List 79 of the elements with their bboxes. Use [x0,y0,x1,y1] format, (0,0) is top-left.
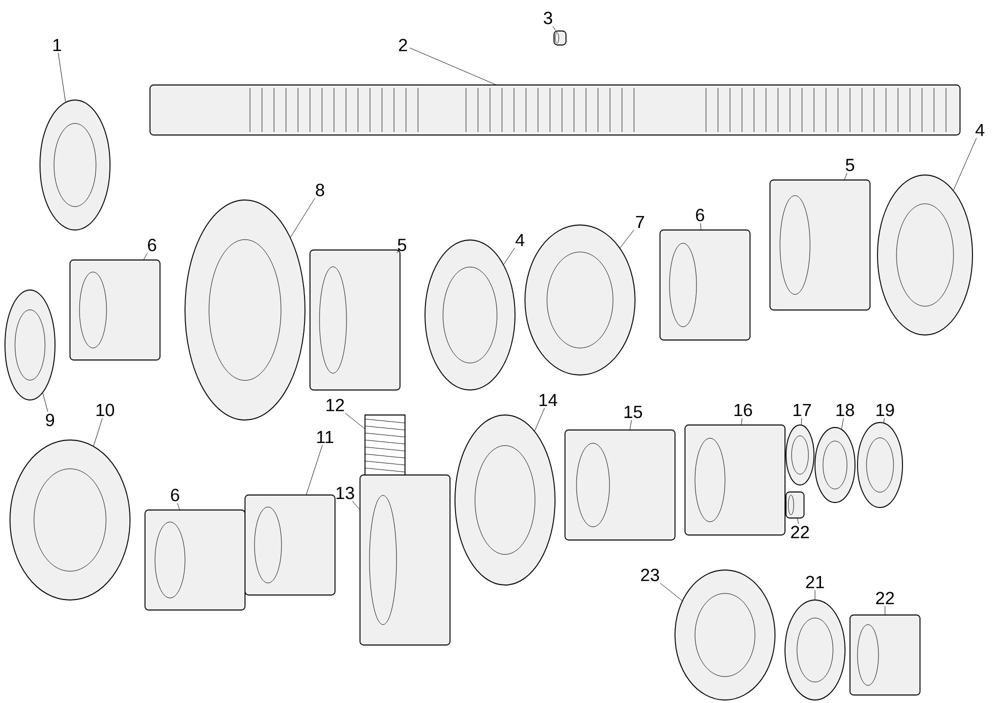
gear-hub-drawing [310,250,400,390]
callout-number: 22 [876,592,894,604]
shift-fork-drawing [360,474,450,646]
leader-line [58,52,66,102]
gear-hub-drawing [770,180,870,310]
leader-line [352,500,360,510]
leader-line [841,418,844,430]
leader-line [844,172,848,180]
bearing-drawing [674,570,776,700]
leader-line [144,252,148,260]
leader-line [344,412,365,429]
gear-drawing [524,224,636,376]
callout-number: 16 [734,404,752,416]
leader-line [534,408,545,432]
washer-drawing [784,600,846,700]
leader-line [93,418,103,446]
ring-drawing [4,290,56,400]
leader-line [177,502,180,510]
callout-number: 6 [171,488,180,502]
callout-number: 3 [544,12,552,24]
callout-number: 13 [336,486,354,500]
leader-line [700,222,702,230]
sleeve-drawing [424,240,516,390]
leader-line [797,518,799,524]
sleeve-drawing [564,430,676,540]
bushing-drawing [144,510,246,610]
callout-number: 18 [836,404,854,416]
callout-number: 8 [316,184,324,196]
callout-number: 5 [398,238,406,252]
leader-line [42,392,48,412]
callout-number: 5 [846,158,854,172]
leader-line [630,420,632,430]
callout-number: 10 [96,404,114,416]
leader-line [396,249,400,254]
leader-line [741,418,742,425]
gear-drawing [184,200,306,420]
leader-line [814,590,816,600]
callout-number: 14 [540,394,558,406]
pin-drawing [554,30,566,46]
callout-number: 15 [624,406,642,418]
spacer-drawing [786,492,804,518]
leader-line [801,418,802,425]
callout-number: 6 [696,208,704,222]
ring-drawing [814,427,856,503]
leader-line [620,230,634,248]
leader-line [660,582,682,601]
callout-number: 22 [791,526,809,538]
callout-number: 9 [46,414,54,426]
gear-drawing [454,414,556,586]
callout-number: 11 [317,430,334,444]
callout-number: 19 [876,404,894,416]
callout-number: 21 [806,576,824,588]
callout-number: 6 [148,238,156,252]
callout-number: 1 [53,38,62,52]
bushing-drawing [660,230,750,340]
ring-drawing [857,422,903,508]
callout-number: 12 [326,398,344,412]
leader-line [410,48,496,85]
callout-number: 4 [976,124,984,136]
leader-line [306,444,323,495]
callout-number: 17 [794,404,811,416]
ring-drawing [786,424,814,486]
leader-line [953,138,977,190]
leader-line [290,198,316,238]
bushing-drawing [244,494,336,596]
shaft-drawing [150,84,960,136]
bearing-drawing [40,100,110,230]
sleeve-drawing [877,174,973,336]
leader-line [552,26,556,31]
callout-number: 23 [641,568,659,582]
bushing-drawing [70,260,160,360]
callout-number: 7 [636,216,644,228]
leader-line [884,606,886,615]
gear-drawing [10,440,130,600]
nut-drawing [850,614,920,696]
leader-line [504,248,515,265]
callout-number: 4 [516,234,524,246]
spring-drawing [364,414,406,476]
callout-number: 2 [399,38,407,52]
